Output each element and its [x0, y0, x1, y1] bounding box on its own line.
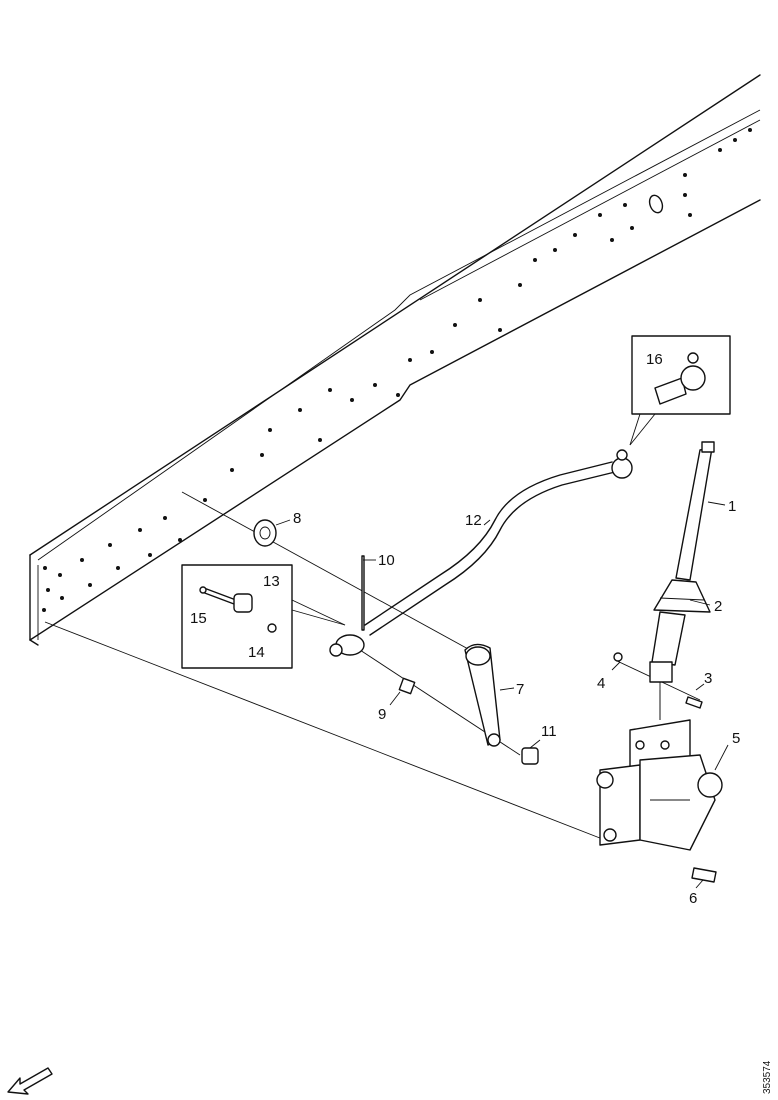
callout-1: 1	[728, 498, 736, 515]
bolt-part-6	[691, 867, 717, 883]
bolt-part-3	[685, 696, 703, 709]
frame-rail	[29, 74, 761, 646]
callout-12: 12	[465, 512, 482, 529]
washer-part-4	[613, 652, 623, 662]
small-parts	[253, 519, 717, 883]
arrow-icon	[7, 1067, 53, 1095]
washer-part-8	[253, 519, 277, 547]
callout-13: 13	[263, 573, 280, 590]
callout-5: 5	[732, 730, 740, 747]
steering-gear	[596, 719, 723, 851]
nut-part-11	[521, 747, 539, 765]
callout-6: 6	[689, 890, 697, 907]
callout-16: 16	[646, 351, 663, 368]
callout-10: 10	[378, 552, 395, 569]
detail-box-clamp	[181, 564, 346, 669]
steering-column	[649, 441, 715, 720]
frame-holes	[42, 128, 752, 612]
callout-3: 3	[704, 670, 712, 687]
callout-2: 2	[714, 598, 722, 615]
figure-reference-number: 353574	[762, 1060, 773, 1094]
callout-7: 7	[516, 681, 524, 698]
callout-4: 4	[597, 675, 605, 692]
callout-labels: 1 2 3 4 5 6 7 8 9 10 11 12 13 14 15 16	[190, 351, 740, 907]
callout-8: 8	[293, 510, 301, 527]
drag-link	[329, 449, 633, 657]
detail-box-ball-joint	[629, 335, 731, 446]
cotter-pin-part-10	[361, 555, 365, 631]
nut-part-9	[398, 677, 416, 695]
pitman-arm	[464, 643, 501, 747]
callout-leaders	[275, 501, 729, 889]
callout-14: 14	[248, 644, 265, 661]
callout-11: 11	[541, 723, 557, 740]
callout-9: 9	[378, 706, 386, 723]
callout-15: 15	[190, 610, 207, 627]
